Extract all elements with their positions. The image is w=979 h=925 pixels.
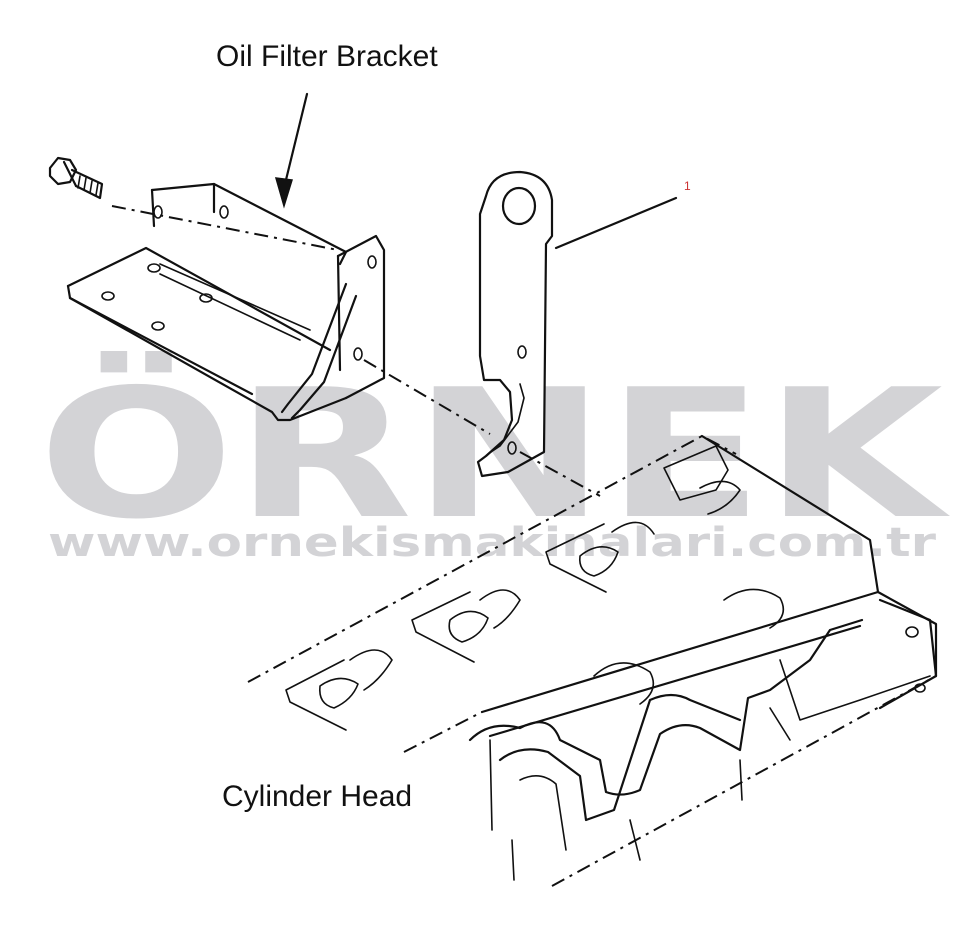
- watermark: ÖRNEK www.ornekismakinalari.com.tr: [38, 351, 951, 566]
- oil-filter-bracket: [66, 182, 386, 422]
- watermark-brand: ÖRNEK: [38, 351, 951, 558]
- cylinder-head-label: Cylinder Head: [222, 780, 412, 813]
- cylinder-head: [247, 434, 938, 887]
- watermark-url: www.ornekismakinalari.com.tr: [48, 520, 936, 566]
- leader-arrow: [274, 92, 309, 209]
- lifting-bracket-part-1: [476, 170, 554, 478]
- bolt-icon: [48, 156, 104, 200]
- oil-filter-bracket-label: Oil Filter Bracket: [216, 40, 438, 73]
- callout-leader: [554, 196, 678, 250]
- callout-number: 1: [684, 179, 691, 193]
